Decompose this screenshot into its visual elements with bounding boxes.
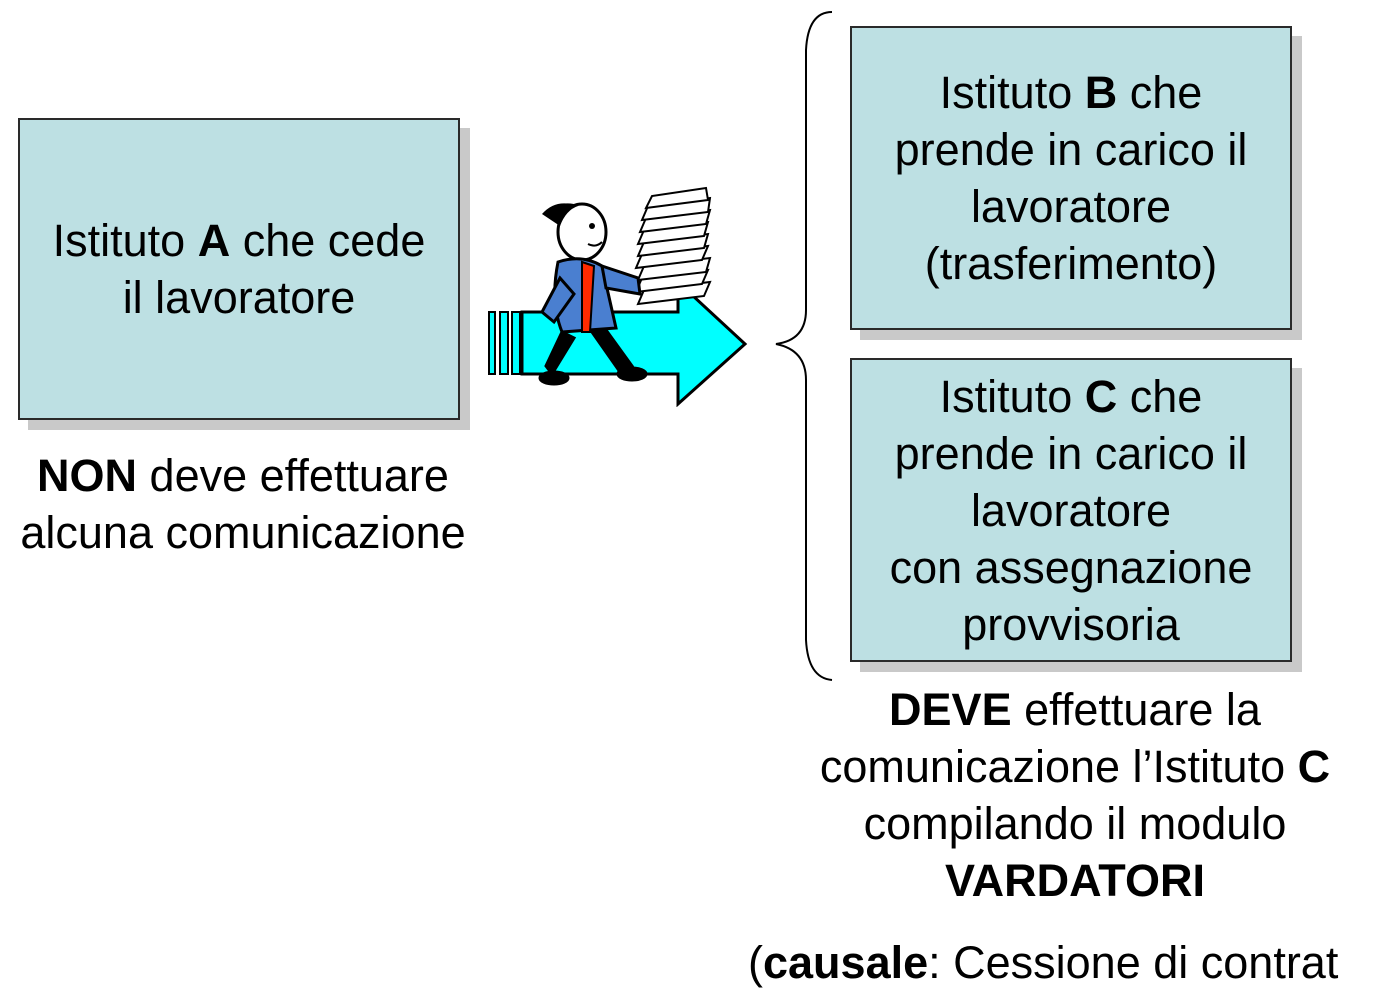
- legs-icon: [538, 328, 648, 386]
- institute-c-box: Istituto C che prende in carico il lavor…: [850, 358, 1292, 662]
- institute-c-text: Istituto C che prende in carico il lavor…: [889, 370, 1253, 650]
- suit-icon: [540, 257, 642, 334]
- curly-brace: [775, 11, 833, 681]
- institute-b-text: Istituto B che prende in carico il lavor…: [894, 67, 1248, 289]
- institute-c-caption: DEVE effettuare la comunicazione l’Istit…: [819, 684, 1331, 906]
- paper-stack-icon: [634, 186, 712, 306]
- institute-a-caption: NON deve effettuare alcuna comunicazione: [20, 450, 466, 558]
- institute-a-box: Istituto A che cede il lavoratore: [18, 118, 460, 420]
- head-icon: [542, 202, 608, 262]
- person-carrying-documents-icon: [488, 186, 748, 407]
- speed-bars: [488, 311, 521, 375]
- institute-b-box: Istituto B che prende in carico il lavor…: [850, 26, 1292, 330]
- institute-a-text: Istituto A che cede il lavoratore: [52, 215, 426, 323]
- causale-note: (causale: Cessione di contrat: [748, 937, 1339, 988]
